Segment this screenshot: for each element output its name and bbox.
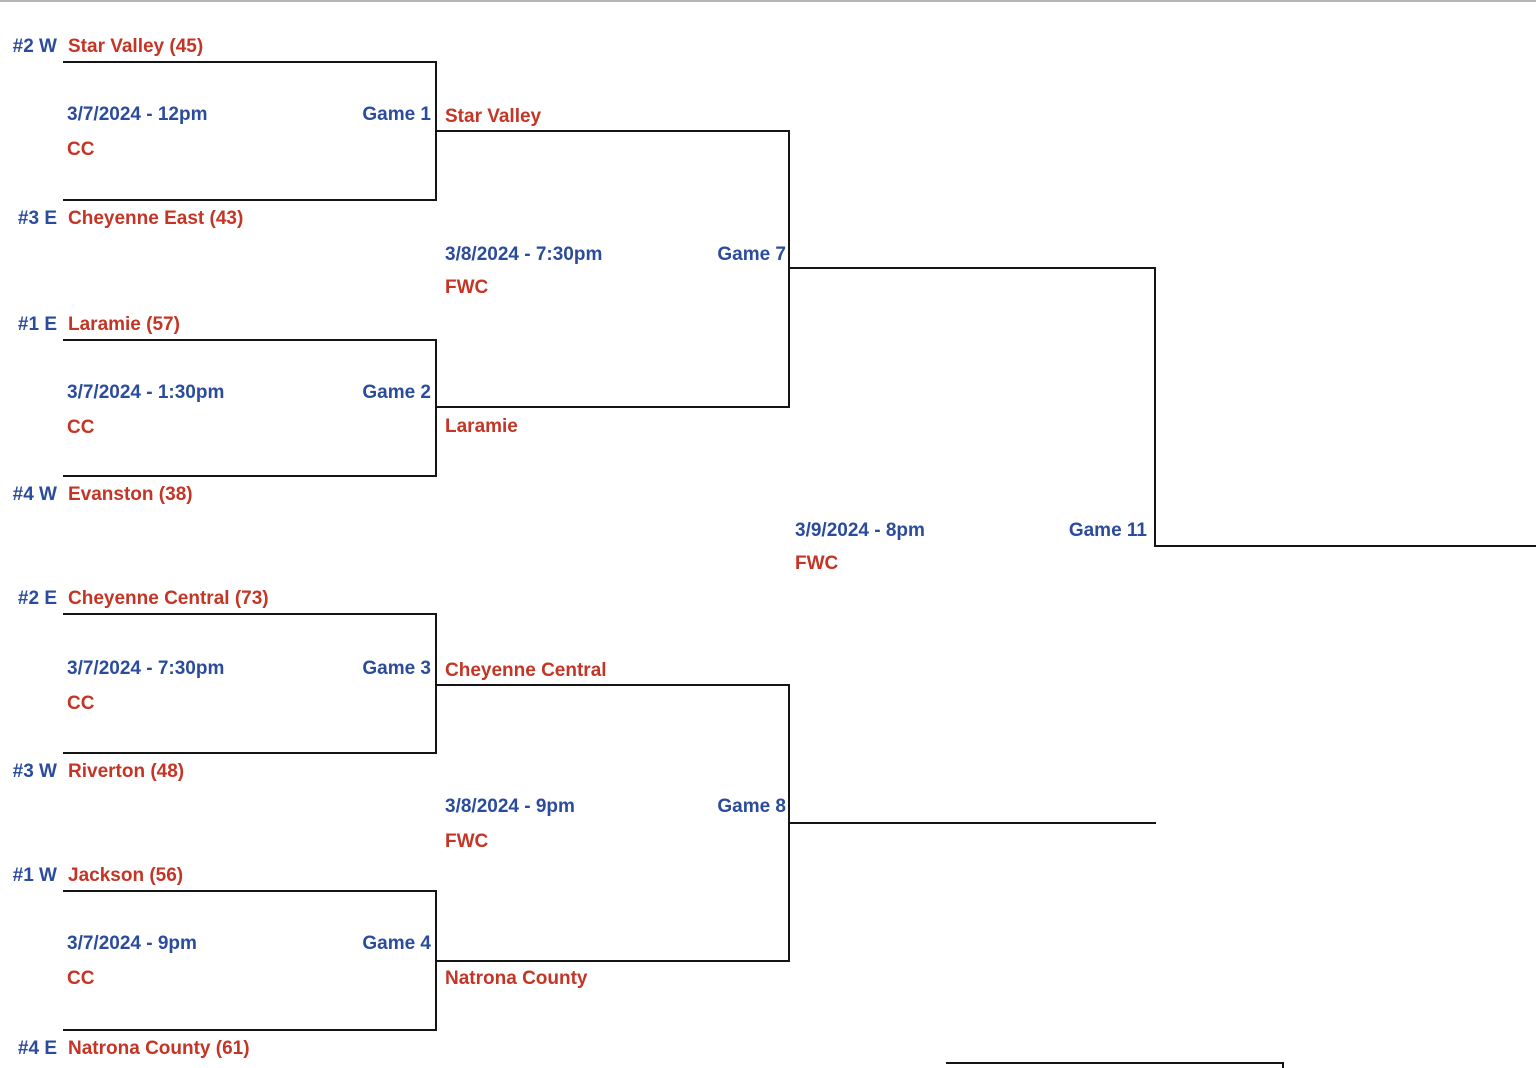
team-name: Cheyenne East (43) — [68, 208, 244, 229]
game4-datetime: 3/7/2024 - 9pm — [67, 933, 197, 954]
team-row: #4 E Natrona County (61) — [0, 1038, 250, 1060]
game2-winner-name: Laramie — [445, 416, 518, 437]
game1-venue: CC — [67, 139, 95, 160]
seed-label: #2 W — [12, 36, 57, 57]
game4-label: Game 4 — [362, 933, 431, 954]
game1-datetime: 3/7/2024 - 12pm — [67, 104, 208, 125]
game1-winner-name: Star Valley — [445, 106, 542, 127]
game1-vertical-line — [435, 61, 437, 201]
seed-label: #3 W — [12, 761, 57, 782]
team-row: #2 E Cheyenne Central (73) — [0, 588, 269, 610]
team-name: Jackson (56) — [68, 865, 184, 886]
game4-winner-name: Natrona County — [445, 968, 588, 989]
seed-label: #4 E — [17, 1038, 57, 1059]
game1-bottom-line — [63, 199, 437, 201]
game7-winner-line — [790, 267, 1156, 269]
game11-datetime: 3/9/2024 - 8pm — [795, 520, 925, 541]
seed-label: #2 E — [17, 588, 57, 609]
team-row: #1 W Jackson (56) — [0, 865, 183, 887]
game7-vertical-line — [788, 130, 790, 408]
game2-datetime: 3/7/2024 - 1:30pm — [67, 382, 225, 403]
game8-label: Game 8 — [717, 796, 786, 817]
game3-venue: CC — [67, 693, 95, 714]
game11-vertical-line — [1154, 267, 1156, 547]
bottom-partial-line — [946, 1062, 1284, 1064]
game4-venue: CC — [67, 968, 95, 989]
team-name: Star Valley (45) — [68, 36, 204, 57]
team-name: Natrona County (61) — [68, 1038, 250, 1059]
bottom-partial-tick — [1282, 1062, 1284, 1068]
game8-top-line — [437, 684, 790, 686]
game2-venue: CC — [67, 417, 95, 438]
game4-top-line — [63, 890, 437, 892]
game2-top-line — [63, 339, 437, 341]
game3-datetime: 3/7/2024 - 7:30pm — [67, 658, 225, 679]
game3-label: Game 3 — [362, 658, 431, 679]
game11-label: Game 11 — [1068, 520, 1147, 541]
game2-bottom-line — [63, 475, 437, 477]
game8-vertical-line — [788, 684, 790, 962]
team-name: Evanston (38) — [68, 484, 193, 505]
game2-label: Game 2 — [362, 382, 431, 403]
seed-label: #4 W — [12, 484, 57, 505]
game8-bottom-line — [437, 960, 790, 962]
game11-winner-line — [1156, 545, 1536, 547]
team-row: #2 W Star Valley (45) — [0, 36, 204, 58]
game7-top-line — [437, 130, 790, 132]
game3-winner-name: Cheyenne Central — [445, 660, 607, 681]
game7-datetime: 3/8/2024 - 7:30pm — [445, 244, 603, 265]
game3-top-line — [63, 613, 437, 615]
team-name: Cheyenne Central (73) — [68, 588, 269, 609]
game11-venue: FWC — [795, 553, 839, 574]
game4-vertical-line — [435, 890, 437, 1031]
team-name: Riverton (48) — [68, 761, 185, 782]
game8-venue: FWC — [445, 831, 489, 852]
game7-bottom-line — [437, 406, 790, 408]
game1-label: Game 1 — [362, 104, 431, 125]
seed-label: #1 W — [12, 865, 57, 886]
top-border — [0, 0, 1536, 2]
game8-datetime: 3/8/2024 - 9pm — [445, 796, 575, 817]
seed-label: #1 E — [17, 314, 57, 335]
game3-vertical-line — [435, 613, 437, 754]
game7-venue: FWC — [445, 277, 489, 298]
team-row: #3 W Riverton (48) — [0, 761, 185, 783]
team-row: #4 W Evanston (38) — [0, 484, 193, 506]
game8-winner-line — [790, 822, 1156, 824]
game2-vertical-line — [435, 339, 437, 477]
team-row: #1 E Laramie (57) — [0, 314, 180, 336]
game3-bottom-line — [63, 752, 437, 754]
game7-label: Game 7 — [717, 244, 786, 265]
team-name: Laramie (57) — [68, 314, 180, 335]
game4-bottom-line — [63, 1029, 437, 1031]
team-row: #3 E Cheyenne East (43) — [0, 208, 243, 230]
seed-label: #3 E — [17, 208, 57, 229]
game1-top-line — [63, 61, 437, 63]
